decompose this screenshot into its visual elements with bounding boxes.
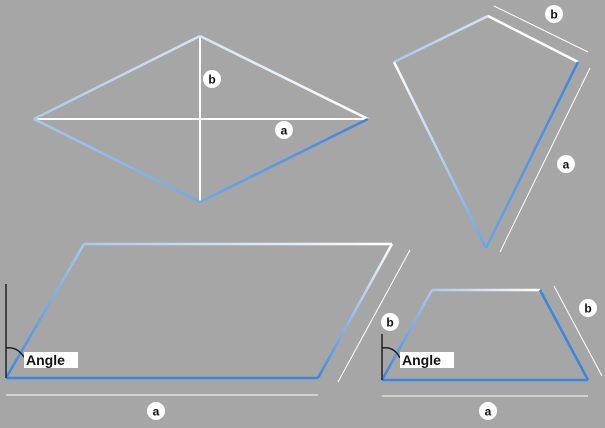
svg-text:a: a bbox=[563, 158, 570, 172]
rhombus-edge-top-left bbox=[33, 34, 201, 121]
trapezoid-label-b-right: b bbox=[579, 299, 597, 317]
svg-text:b: b bbox=[584, 302, 591, 316]
parallelogram-label-a: a bbox=[147, 402, 165, 420]
trapezoid-edge-left bbox=[380, 289, 434, 381]
svg-text:b: b bbox=[208, 73, 215, 87]
svg-text:a: a bbox=[281, 124, 288, 138]
svg-text:b: b bbox=[550, 8, 557, 22]
rhombus-label-b: b bbox=[203, 70, 221, 88]
svg-text:b: b bbox=[386, 316, 393, 330]
svg-text:a: a bbox=[485, 405, 492, 419]
trapezoid-shape: Angle b b a bbox=[380, 285, 603, 420]
kite-edge-bottom-right bbox=[484, 61, 580, 249]
kite-shape: b a bbox=[392, 5, 591, 253]
trapezoid-angle-label: Angle bbox=[402, 352, 441, 368]
kite-label-a: a bbox=[557, 155, 575, 173]
rhombus-edge-bottom-right bbox=[199, 117, 369, 204]
parallelogram-shape: Angle a bbox=[4, 242, 411, 420]
parallelogram-angle-label-bg bbox=[24, 352, 78, 368]
kite-edge-bottom-left bbox=[392, 61, 488, 249]
trapezoid-label-b-left: b bbox=[381, 313, 399, 331]
parallelogram-edge-right bbox=[316, 243, 394, 379]
trapezoid-angle-label-bg bbox=[400, 352, 454, 368]
rhombus-label-a: a bbox=[275, 121, 293, 139]
trapezoid-angle-arc bbox=[381, 346, 401, 359]
rhombus-edge-top-right bbox=[199, 34, 369, 121]
kite-label-b: b bbox=[545, 5, 563, 23]
kite-guide-b bbox=[493, 5, 589, 53]
kite-guide-a bbox=[499, 67, 591, 253]
rhombus-shape: b a bbox=[33, 34, 369, 204]
kite-edge-top-left bbox=[393, 14, 489, 64]
kite-edge-top-right bbox=[487, 14, 579, 64]
trapezoid-edge-right bbox=[538, 289, 590, 381]
parallelogram-edge-left bbox=[4, 243, 86, 379]
rhombus-edge-bottom-left bbox=[33, 117, 201, 204]
parallelogram-guide-right bbox=[337, 249, 411, 383]
trapezoid-guide-right bbox=[553, 285, 603, 377]
parallelogram-angle-label: Angle bbox=[26, 352, 65, 368]
svg-text:a: a bbox=[153, 405, 160, 419]
trapezoid-label-a: a bbox=[479, 402, 497, 420]
